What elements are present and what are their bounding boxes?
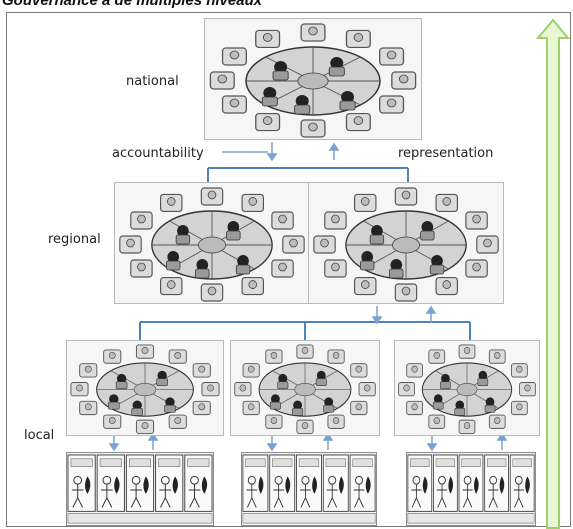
round-table-sketch: [119, 187, 305, 302]
label-accountability: accountability: [112, 146, 204, 161]
national-round-table: [204, 18, 422, 140]
diagram-frame: [6, 12, 571, 527]
local-comic-strip-1: [66, 452, 214, 526]
round-table-sketch: [209, 23, 417, 138]
local-round-table-2: [230, 340, 380, 436]
label-local: local: [24, 428, 55, 443]
local-comic-strip-2: [241, 452, 377, 526]
local-round-table-3: [394, 340, 540, 436]
round-table-sketch: [398, 344, 536, 434]
comic-strip-sketch: [67, 453, 213, 525]
comic-strip-sketch: [242, 453, 376, 525]
label-representation: representation: [398, 146, 494, 161]
regional-round-table-right: [308, 182, 504, 304]
round-table-sketch: [234, 344, 376, 434]
diagram-title: Gouvernance à de multiples niveaux: [2, 0, 263, 9]
local-comic-strip-3: [406, 452, 536, 526]
regional-round-table-left: [114, 182, 310, 304]
comic-strip-sketch: [407, 453, 535, 525]
local-round-table-1: [66, 340, 224, 436]
label-national: national: [126, 74, 179, 89]
round-table-sketch: [70, 344, 220, 434]
label-regional: regional: [48, 232, 101, 247]
round-table-sketch: [313, 187, 499, 302]
